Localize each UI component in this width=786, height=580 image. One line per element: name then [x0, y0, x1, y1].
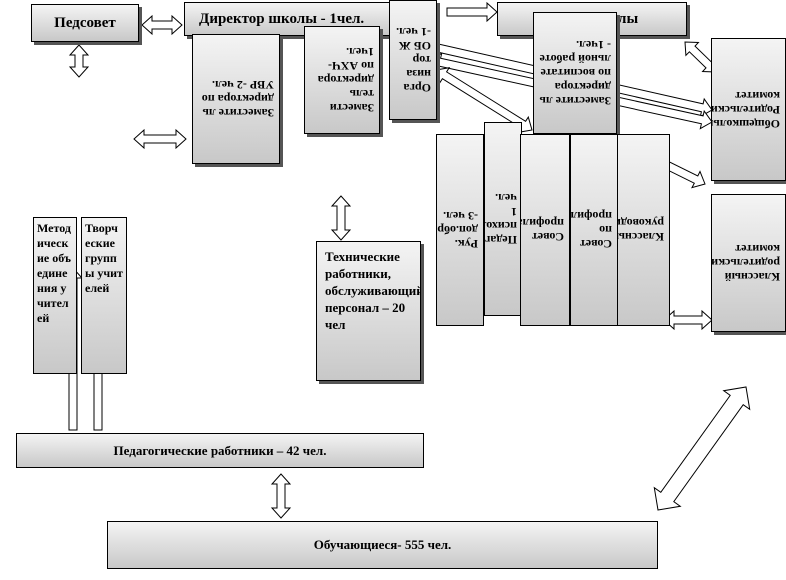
- arrow-class-committee: [663, 309, 713, 331]
- parent-committee-label: Общешкольный Родительский комитет: [711, 88, 780, 131]
- psychologist-label: Педагог-психолог 1 чел.: [485, 191, 517, 247]
- metod-box: Методические объединения учителей: [33, 217, 77, 374]
- technical-label: Технические работники, обслуживающий пер…: [325, 249, 421, 332]
- parent-committee-box: Общешкольный Родительский комитет: [711, 38, 786, 181]
- prevention-council-label: Совет профилактики: [521, 216, 564, 244]
- club-leaders-label: Рук. доп.образования -3 чел.: [437, 209, 478, 251]
- arrow-students-class-committee: [653, 386, 751, 511]
- arrow-pedsovet-director: [141, 14, 183, 36]
- director-label: Директор школы - 1чел.: [199, 10, 365, 27]
- pedsovet-label: Педсовет: [54, 14, 116, 31]
- organizer-obzh-label: Орга низа тор ОБ Ж -1 чел.: [396, 25, 431, 95]
- arrow-ahch-technical: [330, 195, 352, 241]
- club-leaders-box: Рук. доп.образования -3 чел.: [436, 134, 484, 326]
- teachers-label: Педагогические работники – 42 чел.: [113, 442, 327, 458]
- deputy-ahch-box: Замести тель директора по АХЧ- 1чел.: [304, 26, 380, 134]
- class-committees-label: Классный родительский комитет: [711, 242, 780, 284]
- class-committees-box: Классный родительский комитет: [711, 194, 786, 332]
- technical-box: Технические работники, обслуживающий пер…: [316, 241, 421, 381]
- creative-label: Творческие группы учителей: [85, 221, 123, 295]
- creative-box: Творческие группы учителей: [81, 217, 127, 374]
- deputy-ahch-label: Замести тель директора по АХЧ- 1чел.: [317, 45, 374, 115]
- ped-prevention-box: Совет по профилактике: [570, 134, 618, 326]
- class-teachers-box: Классные руководители: [617, 134, 670, 326]
- students-label: Обучающиеся- 555 чел.: [313, 537, 452, 552]
- psychologist-box: Педагог-психолог 1 чел.: [484, 122, 522, 316]
- ped-prevention-label: Совет по профилактике: [570, 209, 612, 251]
- arrow-teachers-students: [270, 473, 292, 519]
- director-box: Директор школы - 1чел.: [184, 2, 390, 36]
- teachers-box: Педагогические работники – 42 чел.: [16, 433, 424, 468]
- deputy-vr-label: Заместите ль директора по воспитате льно…: [539, 38, 611, 108]
- students-box: Обучающиеся- 555 чел.: [107, 521, 658, 569]
- prevention-council-box: Совет профилактики: [520, 134, 570, 326]
- arrow-director-prevention: [435, 67, 533, 133]
- deputy-uvr-label: Заместите ль директора по УВР -2 чел.: [201, 78, 274, 120]
- arrow-left-to-uvr: [133, 128, 187, 150]
- metod-label: Методические объединения учителей: [37, 221, 71, 325]
- arrow-director-to-council: [446, 1, 498, 23]
- pedsovet-box: Педсовет: [31, 4, 139, 42]
- deputy-vr-box: Заместите ль директора по воспитате льно…: [533, 12, 617, 134]
- organizer-obzh-box: Орга низа тор ОБ Ж -1 чел.: [389, 0, 437, 120]
- deputy-uvr-box: Заместите ль директора по УВР -2 чел.: [192, 34, 280, 164]
- class-teachers-label: Классные руководители: [618, 216, 664, 244]
- arrow-pedsovet-down: [68, 44, 90, 78]
